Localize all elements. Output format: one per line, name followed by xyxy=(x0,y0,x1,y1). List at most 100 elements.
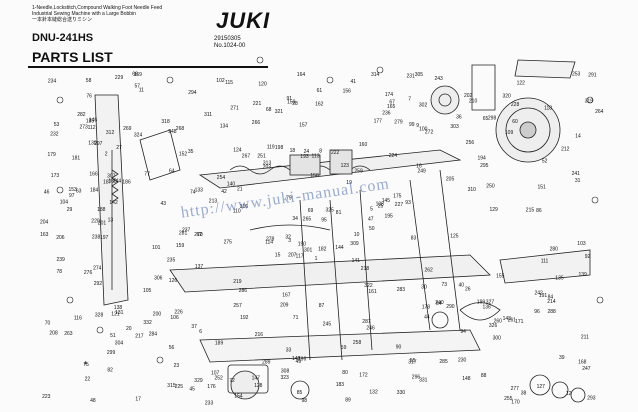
page-title: PARTS LIST xyxy=(32,49,113,65)
callout-number: 14 xyxy=(575,133,581,139)
callout-number: 302 xyxy=(419,103,428,109)
callout-number: 170 xyxy=(511,399,520,405)
callout-number: 100 xyxy=(419,127,428,133)
callout-number: 228 xyxy=(511,102,520,108)
callout-number: 199 xyxy=(477,300,486,306)
callout-number: 86 xyxy=(536,208,542,214)
callout-number: 21 xyxy=(237,187,243,193)
callout-number: 49 xyxy=(296,359,302,365)
callout-number: 155 xyxy=(496,274,505,280)
callout-number: 191 xyxy=(539,293,548,299)
callout-number: 208 xyxy=(49,330,58,336)
callout-number: 55 xyxy=(410,358,416,364)
callout-number: 114 xyxy=(265,239,273,245)
callout-number: 193 xyxy=(300,154,309,160)
callout-number: 81 xyxy=(336,210,342,216)
callout-number: 246 xyxy=(366,325,375,331)
callout-number: 203 xyxy=(263,165,272,171)
callout-number: 307 xyxy=(107,174,116,180)
callout-number: 3 xyxy=(288,238,291,244)
callout-number: 305 xyxy=(415,72,424,78)
callout-number: 160 xyxy=(359,142,368,148)
callout-number: 306 xyxy=(154,276,163,282)
callout-number: 301 xyxy=(304,248,313,254)
callout-number: 69 xyxy=(308,208,314,214)
callout-number: 277 xyxy=(511,386,520,392)
callout-number: 315 xyxy=(167,383,176,389)
callout-number: 72 xyxy=(229,378,235,384)
callout-number: 300 xyxy=(493,336,502,342)
callout-number: 50 xyxy=(369,226,375,232)
callout-number: 220 xyxy=(91,219,100,225)
callout-number: 96 xyxy=(534,309,540,315)
callout-number: 293 xyxy=(587,396,596,402)
callout-number: 36 xyxy=(456,115,462,121)
callout-number: 76 xyxy=(86,94,92,100)
title-underline xyxy=(28,66,268,68)
callout-number: 92 xyxy=(585,254,591,260)
callout-number: 219 xyxy=(233,279,242,285)
callout-number: 89 xyxy=(345,398,351,404)
callout-number: 308 xyxy=(281,368,290,374)
callout-number: 272 xyxy=(425,129,434,135)
callout-number: 67 xyxy=(389,100,395,106)
callout-number: 238 xyxy=(92,234,101,240)
callout-number: 152 xyxy=(179,151,188,157)
callout-number: 41 xyxy=(351,79,357,85)
callout-number: 4 xyxy=(84,361,87,367)
callout-number: 241 xyxy=(572,171,581,177)
callout-number: 18 xyxy=(290,148,296,154)
callout-number: 224 xyxy=(389,153,398,159)
callout-number: 107 xyxy=(211,371,220,377)
callout-number: 88 xyxy=(481,373,487,379)
callout-number: 196 xyxy=(298,357,307,363)
callout-number: 168 xyxy=(578,360,587,366)
callout-number: 11 xyxy=(139,88,144,94)
callout-number: 73 xyxy=(442,282,448,288)
callout-number: 310 xyxy=(468,187,477,193)
callout-number: 227 xyxy=(395,202,404,208)
callout-number: 59 xyxy=(341,345,347,351)
callout-number: 111 xyxy=(541,259,549,265)
callout-number: 135 xyxy=(555,275,564,281)
callout-number: 179 xyxy=(48,152,57,158)
callout-number: 65 xyxy=(483,116,489,122)
callout-number: 7 xyxy=(408,96,411,102)
callout-number: 129 xyxy=(490,207,499,213)
callout-number: 62 xyxy=(197,232,203,238)
callout-number: 175 xyxy=(393,193,402,199)
callout-number: 133 xyxy=(195,187,204,193)
callout-number: 242 xyxy=(535,291,544,297)
callout-number: 40 xyxy=(459,282,465,288)
callout-number: 243 xyxy=(435,76,444,82)
callout-number: 183 xyxy=(336,382,345,388)
callout-number: 282 xyxy=(77,112,86,118)
callout-number: 44 xyxy=(424,314,430,320)
callout-number: 215 xyxy=(526,208,535,214)
callout-number: 299 xyxy=(107,350,116,356)
callout-number: 328 xyxy=(95,312,104,318)
callout-number: 195 xyxy=(385,213,394,219)
callout-number: 57 xyxy=(135,83,141,89)
callout-number: 33 xyxy=(286,348,292,354)
callout-number: 207 xyxy=(288,252,297,258)
callout-number: 316 xyxy=(240,204,249,210)
callout-number: 48 xyxy=(90,398,96,404)
callout-number: 173 xyxy=(51,173,60,179)
callout-number: 162 xyxy=(315,102,324,108)
callout-number: 128 xyxy=(254,383,263,389)
callout-number: 232 xyxy=(50,131,59,137)
callout-number: 117 xyxy=(296,254,304,260)
callout-number: 85 xyxy=(297,390,303,396)
callout-number: 103 xyxy=(577,241,586,247)
callout-number: 132 xyxy=(369,389,378,395)
callout-number: 165 xyxy=(387,104,396,110)
callout-number: 249 xyxy=(418,169,427,175)
callout-number: 13 xyxy=(108,218,114,224)
description-line-3: 一本針本縫総合送りミシン xyxy=(32,17,93,23)
callout-number: 330 xyxy=(397,390,406,396)
callout-number: 309 xyxy=(350,241,359,247)
callout-number: 296 xyxy=(412,374,421,380)
callout-number: 332 xyxy=(143,320,152,326)
callout-number: 118 xyxy=(544,106,552,112)
